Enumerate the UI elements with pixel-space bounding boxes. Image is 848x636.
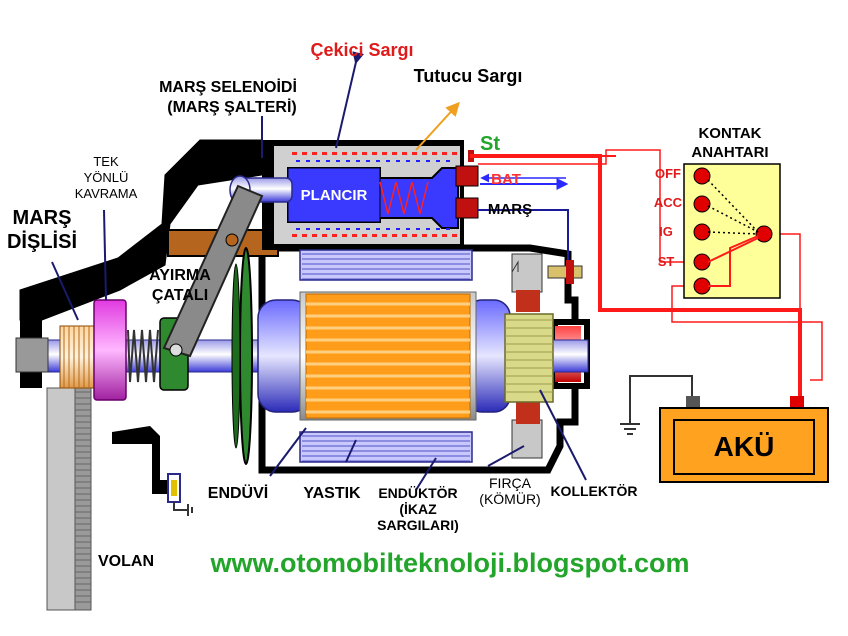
label-st: ST [658,254,675,269]
label-komur: (KÖMÜR) [479,490,540,507]
solenoid [262,140,479,250]
label-off: OFF [655,166,681,181]
label-sargilari: SARGILARI) [377,517,459,533]
label-mars-selenoidi: MARŞ SELENOİDİ [159,78,297,96]
commutator-brushes [504,253,583,459]
switch-contact-st [693,253,711,271]
label-st-terminal: St [480,133,500,155]
label-yastik: YASTIK [303,485,361,502]
label-tutucu-sargi: Tutucu Sargı [414,66,523,86]
label-kavrama: KAVRAMA [75,186,138,201]
label-acc: ACC [654,195,683,210]
ignition-switch [683,163,781,299]
label-volan: VOLAN [98,553,154,570]
switch-contact-off [693,167,711,185]
switch-contact-ig [693,223,711,241]
leader-lines [51,51,587,491]
website-url: www.otomobilteknoloji.blogspot.com [210,548,690,578]
label-yonlu: YÖNLÜ [84,170,129,185]
label-mars-salteri: (MARŞ ŞALTERİ) [167,98,296,116]
switch-contact-acc [693,195,711,213]
label-aku: AKÜ [714,431,775,462]
label-mars-terminal: MARŞ [488,201,532,218]
field-coils [299,249,473,463]
label-anahtari: ANAHTARI [691,144,768,161]
label-ayirma: AYIRMA [149,267,211,284]
label-plancir: PLANCIR [301,187,368,204]
label-cekici-sargi: Çekici Sargı [310,40,413,60]
bat-terminal-stud [455,165,479,187]
label-catali: ÇATALI [152,287,208,304]
label-bat-terminal: BAT [491,171,521,188]
labels: Çekici Sargı Tutucu Sargı MARŞ SELENOİDİ… [7,40,774,578]
label-kontak: KONTAK [698,125,761,142]
label-dislisi: DİŞLİSİ [7,230,77,253]
label-firca: FIRÇA [489,475,532,491]
label-ig: IG [659,224,673,239]
switch-contact-bat [693,277,711,295]
label-enduktor: ENDÜKTÖR [378,485,457,501]
label-ikaz: (İKAZ [399,501,437,517]
label-kollektor: KOLLEKTÖR [550,483,637,499]
battery [659,396,829,483]
label-enduvi: ENDÜVİ [208,483,268,502]
ground-battery [620,375,693,435]
mars-terminal-stud [455,197,479,219]
switch-pivot [755,225,773,243]
shift-fork [162,184,264,358]
label-tek: TEK [93,154,119,169]
ground-housing [167,473,193,516]
label-mars: MARŞ [13,207,72,229]
flywheel [46,387,92,611]
